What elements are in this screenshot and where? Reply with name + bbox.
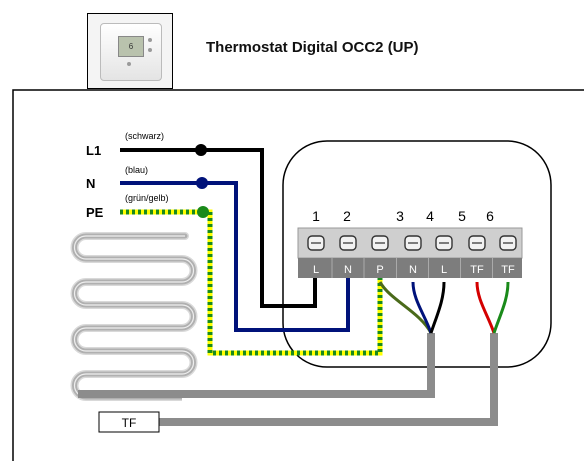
button-icon — [127, 62, 131, 66]
sensor-box — [98, 411, 160, 433]
terminal-number: 1 — [312, 208, 320, 224]
wire-pe-stripe — [120, 209, 383, 356]
thermostat-display: 6 — [118, 36, 144, 57]
heating-mat — [70, 232, 198, 401]
sensor-label: TF — [122, 416, 137, 430]
terminal-label: TF — [501, 264, 515, 276]
thermostat-body: 6 — [100, 23, 162, 81]
heating-feed-cable — [78, 333, 435, 398]
terminal-number: 5 — [458, 208, 466, 224]
terminal-number: 2 — [343, 208, 351, 224]
supply-label-pe: PE — [86, 205, 104, 220]
wire-sensor-green — [492, 281, 510, 334]
wire-color-label: (blau) — [125, 165, 148, 175]
terminal-block: L N P N L TF TF 1 2 3 4 5 6 — [297, 208, 523, 278]
button-icon — [148, 48, 152, 52]
junction-dot-l1 — [195, 144, 207, 156]
diagram-frame — [12, 89, 584, 461]
supply-label-l1: L1 — [86, 143, 101, 158]
wire-heating-l — [429, 281, 446, 334]
wire-color-label: (schwarz) — [125, 131, 164, 141]
terminal-number: 3 — [396, 208, 404, 224]
terminal-label-bar — [298, 258, 522, 278]
wire-heating-p — [378, 281, 433, 334]
junction-dot-n — [196, 177, 208, 189]
terminal-label: L — [441, 264, 447, 276]
thermostat-housing — [282, 140, 552, 368]
terminal-label: L — [313, 264, 319, 276]
terminal-label: N — [409, 264, 417, 276]
terminal-label: N — [344, 264, 352, 276]
supply-labels: L1 (schwarz) N (blau) PE (grün/gelb) — [86, 131, 169, 220]
wire-color-label: (grün/gelb) — [125, 193, 169, 203]
thermostat-thumbnail: 6 — [87, 13, 173, 89]
terminal-number: 4 — [426, 208, 434, 224]
button-icon — [148, 38, 152, 42]
terminal-number: 6 — [486, 208, 494, 224]
wire-sensor-red — [475, 281, 496, 334]
heating-mat-cable — [72, 233, 196, 400]
junction-dot-pe — [197, 206, 209, 218]
terminal-label: P — [376, 264, 383, 276]
wire-heating-n — [411, 281, 433, 334]
page-title: Thermostat Digital OCC2 (UP) — [206, 39, 419, 56]
supply-label-n: N — [86, 176, 95, 191]
wires — [78, 144, 510, 426]
sensor-feed-cable — [159, 333, 498, 426]
terminal-label: TF — [470, 264, 484, 276]
wire-l1 — [120, 148, 317, 308]
heating-mat-cable-highlight — [73, 235, 195, 398]
